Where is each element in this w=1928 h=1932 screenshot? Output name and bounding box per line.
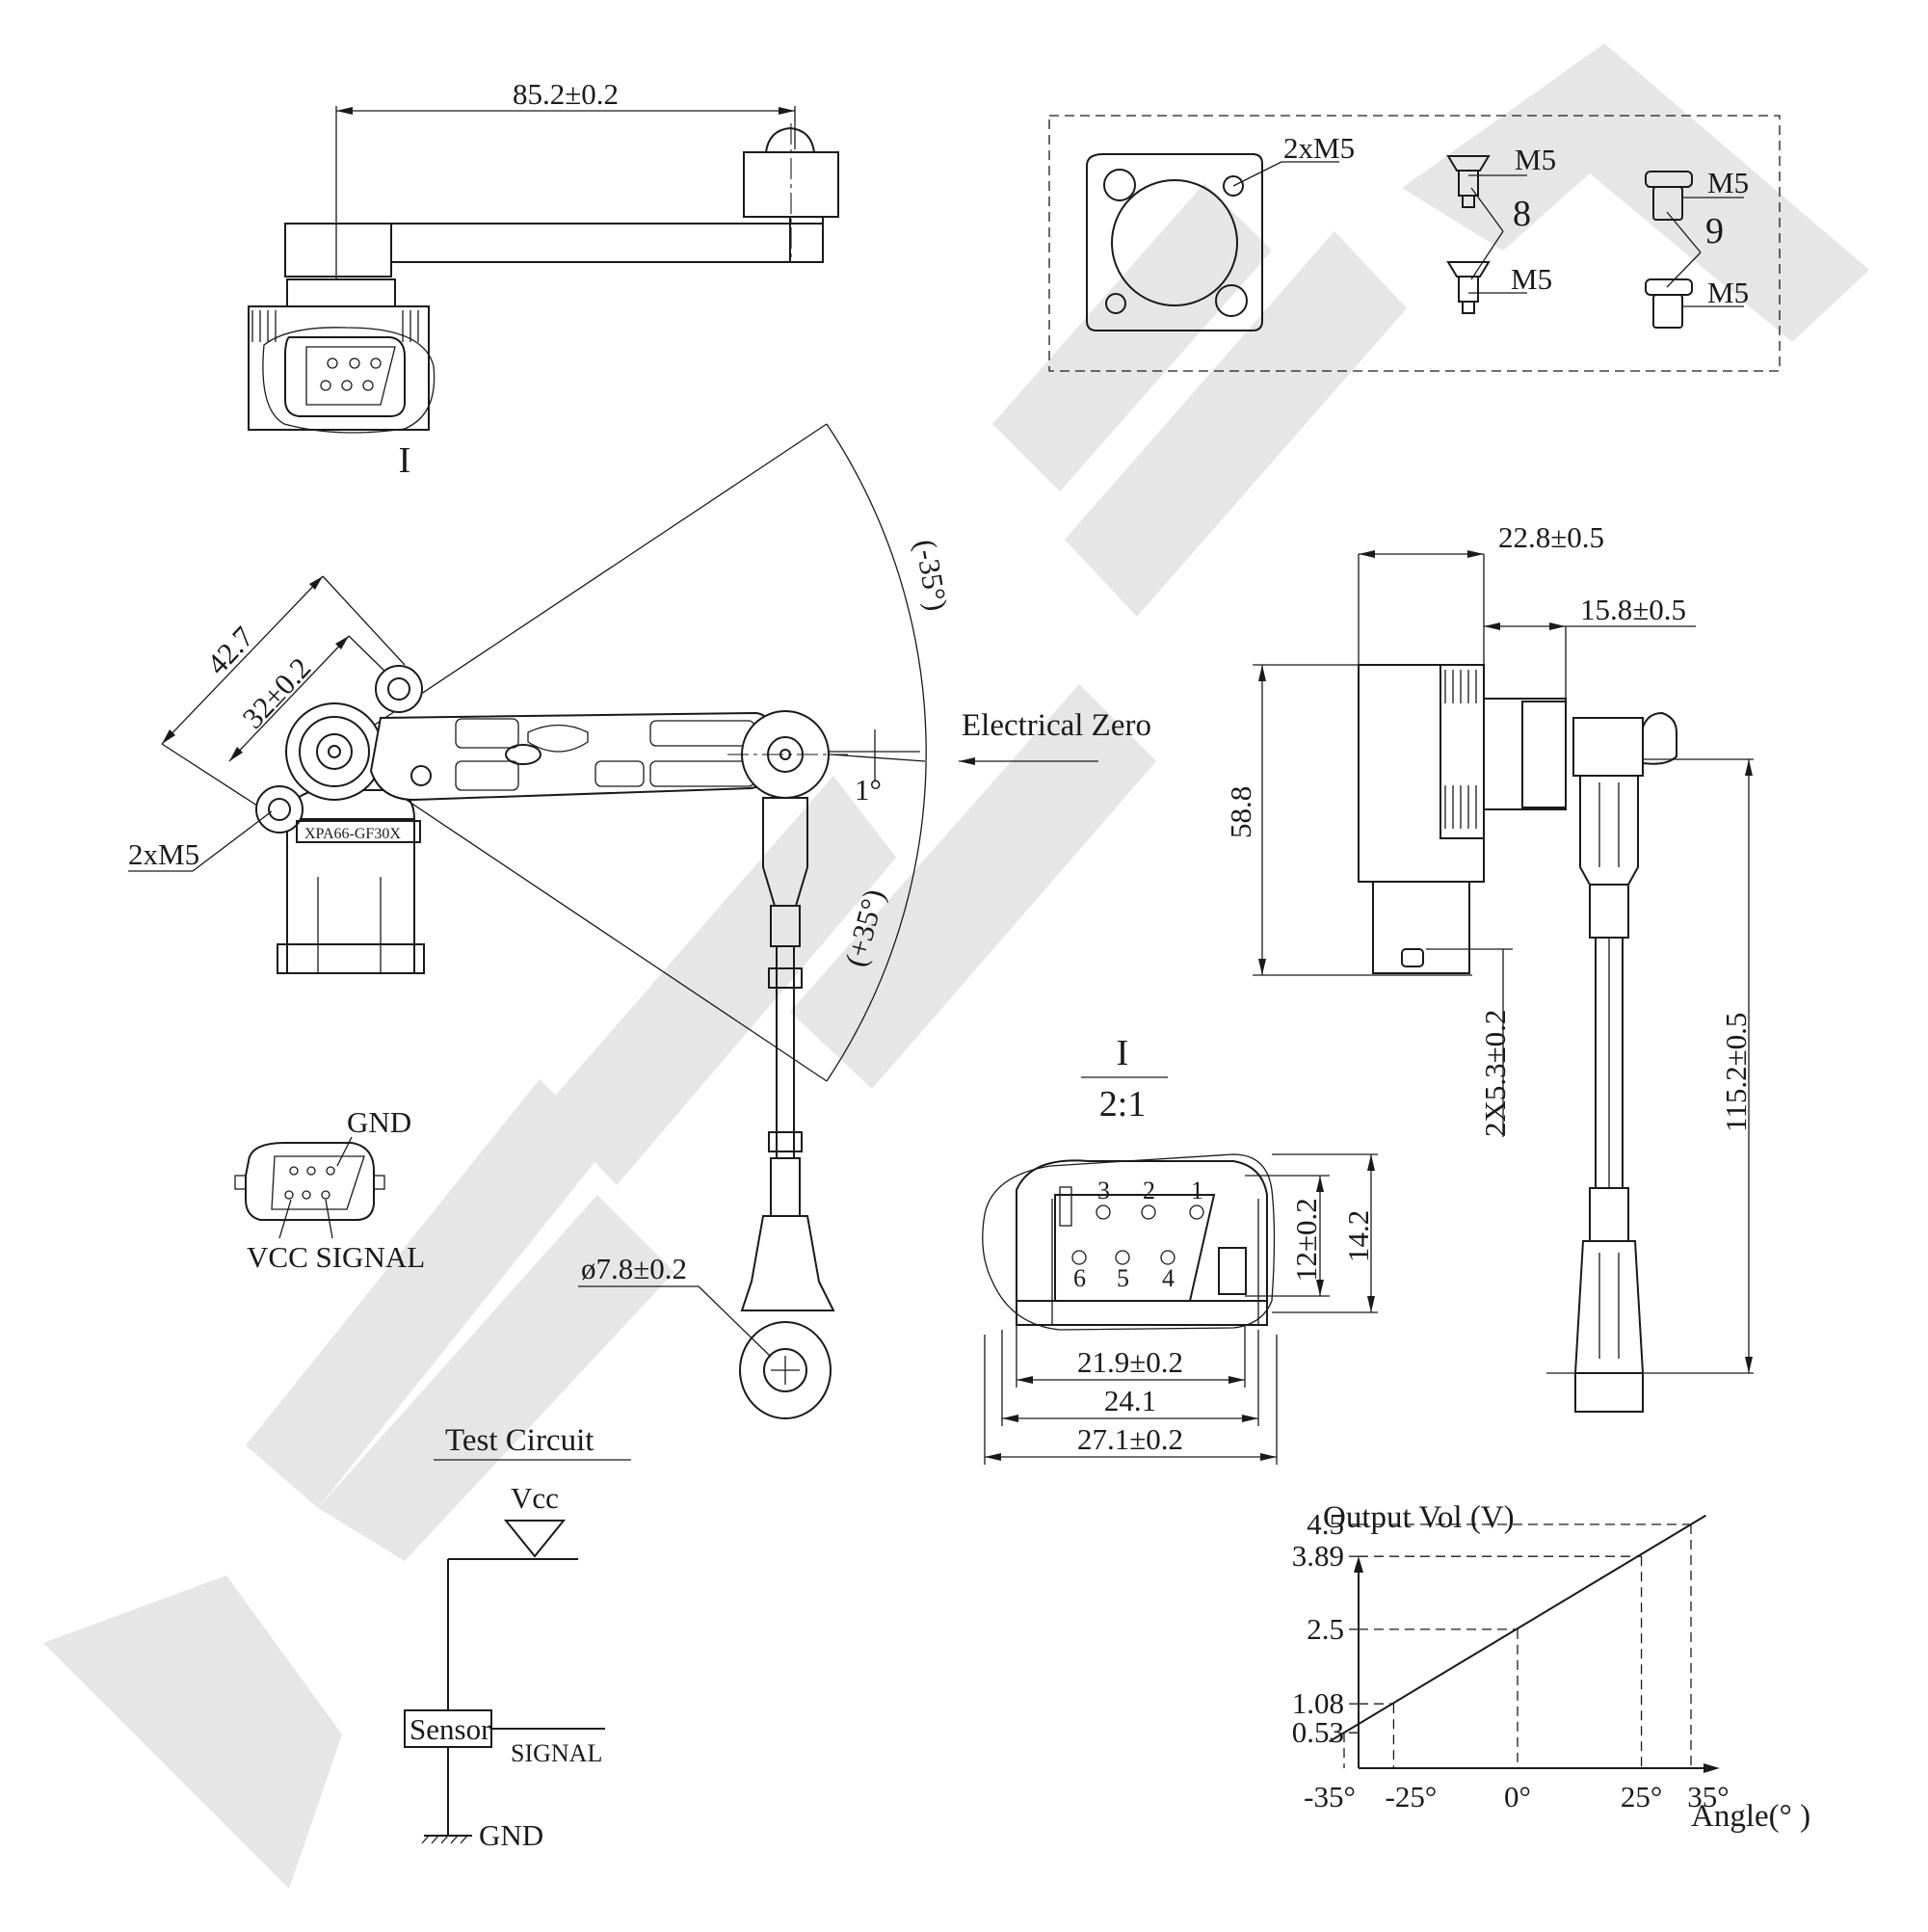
electrical-zero-label: Electrical Zero bbox=[962, 708, 1151, 743]
vcc-symbol bbox=[503, 1520, 567, 1558]
dim-22-8: 22.8±0.5 bbox=[1498, 520, 1604, 554]
dim-27-1: 27.1±0.2 bbox=[1077, 1422, 1183, 1456]
graph-x-tick-label: 35° bbox=[1687, 1780, 1729, 1813]
graph-y-tick-label: 4.5 bbox=[1307, 1507, 1344, 1541]
detail-connector-shell bbox=[1016, 1159, 1268, 1302]
nut-1 bbox=[1645, 171, 1693, 221]
rod-lower-side bbox=[1573, 1240, 1645, 1374]
dim-21-9: 21.9±0.2 bbox=[1077, 1345, 1183, 1379]
sensor-label: Sensor bbox=[409, 1712, 491, 1746]
graph-x-tick-label: 25° bbox=[1621, 1780, 1662, 1813]
pin-vcc-signal-label: VCC SIGNAL bbox=[247, 1240, 425, 1274]
dim-14-2: 14.2 bbox=[1341, 1210, 1375, 1262]
accessory-box: 2xM5 M5 M5 8 M5 M5 bbox=[1048, 115, 1781, 372]
detail-mark-top: I bbox=[399, 440, 411, 481]
dim-115-2: 115.2±0.5 bbox=[1719, 1013, 1753, 1132]
angle-1deg-label: 1° bbox=[855, 773, 882, 807]
vcc-label: Vcc bbox=[511, 1481, 559, 1515]
top-view: 85.2±0.2 I bbox=[248, 77, 839, 481]
pin-5: 5 bbox=[1117, 1264, 1129, 1292]
mount-label: 2xM5 bbox=[128, 837, 199, 871]
pin-2: 2 bbox=[1143, 1177, 1155, 1204]
detail-scale: 2:1 bbox=[1099, 1084, 1147, 1125]
nut-callout-9: 9 bbox=[1705, 211, 1724, 251]
rod-upper-side bbox=[1579, 775, 1639, 886]
screw-label-1: M5 bbox=[1515, 143, 1556, 176]
pin-1: 1 bbox=[1191, 1177, 1203, 1204]
angle-neg-label: (-35°) bbox=[909, 537, 954, 613]
screw-1 bbox=[1446, 155, 1491, 208]
dim-12: 12±0.2 bbox=[1289, 1198, 1323, 1282]
screw-callout-8: 8 bbox=[1513, 194, 1531, 234]
pin-3: 3 bbox=[1097, 1177, 1110, 1204]
graph-x-tick-label: -35° bbox=[1304, 1780, 1356, 1813]
detail-I: I 2:1 1 2 3 4 5 6 12±0.2 14.2 bbox=[982, 1033, 1378, 1465]
angle-arc bbox=[826, 423, 927, 1082]
dim-24-1: 24.1 bbox=[1104, 1384, 1156, 1417]
graph-ylabel: Output Vol (V) bbox=[1323, 1500, 1515, 1535]
pin-6: 6 bbox=[1073, 1264, 1086, 1292]
detail-mark: I bbox=[1117, 1033, 1129, 1073]
graph-y-tick-label: 2.5 bbox=[1307, 1612, 1344, 1646]
dim-42-7: 42.7 bbox=[200, 620, 261, 681]
dim-2x5-3: 2X5.3±0.2 bbox=[1478, 1010, 1512, 1137]
plate-holes-label: 2xM5 bbox=[1283, 131, 1355, 165]
graph-y-tick-label: 3.89 bbox=[1292, 1539, 1344, 1573]
mounting-plate bbox=[1086, 153, 1263, 331]
output-voltage-graph: Output Vol (V) Angle(° ) 4.53.892.51.080… bbox=[1292, 1500, 1810, 1834]
nut-label-1: M5 bbox=[1707, 166, 1749, 199]
dim-85-2: 85.2±0.2 bbox=[513, 77, 619, 111]
nut-2 bbox=[1645, 278, 1693, 329]
connector-pinout-small: GND VCC SIGNAL bbox=[234, 1105, 425, 1274]
housing-side bbox=[1358, 664, 1485, 883]
graph-xlabel: Angle(° ) bbox=[1691, 1799, 1810, 1834]
rod-lower-socket bbox=[740, 1215, 835, 1311]
housing-marking: XPA66-GF30X bbox=[304, 826, 401, 842]
dim-15-8: 15.8±0.5 bbox=[1580, 593, 1686, 626]
test-circuit-title: Test Circuit bbox=[445, 1423, 594, 1458]
side-view: 22.8±0.5 15.8±0.5 58.8 2X5.3±0.2 bbox=[1224, 520, 1754, 1413]
connector-face-top bbox=[284, 336, 406, 417]
nut-label-2: M5 bbox=[1707, 276, 1749, 309]
graph-x-tick-label: -25° bbox=[1386, 1780, 1438, 1813]
test-circuit: Test Circuit Vcc Sensor SIGNAL GND bbox=[404, 1423, 631, 1852]
connector-side bbox=[1372, 881, 1470, 974]
pin-gnd-label: GND bbox=[347, 1105, 411, 1139]
mount-lug-bottom bbox=[255, 785, 304, 834]
signal-label: SIGNAL bbox=[511, 1739, 602, 1767]
lever-arm-top bbox=[390, 223, 824, 263]
watermark-zennek bbox=[43, 43, 1869, 1889]
dim-58-8: 58.8 bbox=[1224, 786, 1257, 838]
graph-y-tick-label: 1.08 bbox=[1292, 1686, 1344, 1720]
gnd-label: GND bbox=[479, 1818, 543, 1852]
graph-y-tick-label: 0.53 bbox=[1292, 1715, 1344, 1749]
screw-label-2: M5 bbox=[1511, 262, 1552, 296]
mount-lug-top bbox=[375, 665, 423, 713]
screw-2 bbox=[1446, 261, 1491, 314]
graph-x-tick-label: 0° bbox=[1504, 1780, 1531, 1813]
rod-eye-dia: ø7.8±0.2 bbox=[581, 1252, 687, 1285]
pin-4: 4 bbox=[1162, 1264, 1175, 1292]
